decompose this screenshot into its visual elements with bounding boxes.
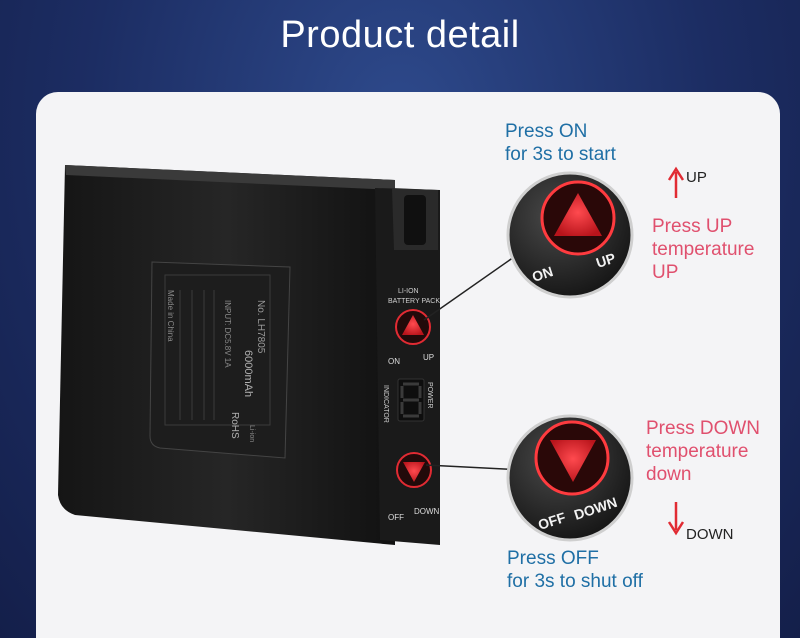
callout-up-line3: UP bbox=[652, 262, 679, 283]
callout-off-line2: for 3s to shut off bbox=[507, 571, 643, 592]
zoom-up-label: UP bbox=[594, 250, 617, 271]
callout-press-off: Press OFF for 3s to shut off bbox=[507, 547, 643, 593]
device-on-label: ON bbox=[388, 357, 400, 366]
device-up-label: UP bbox=[423, 353, 434, 362]
sticker-made-in: Made in China bbox=[166, 290, 175, 342]
power-label: POWER bbox=[426, 382, 433, 408]
panel-label-liion: LI-ION bbox=[398, 288, 419, 295]
sticker-liion: Li-ion bbox=[248, 425, 255, 442]
device-on-up-button[interactable] bbox=[395, 309, 431, 345]
arrow-up-icon bbox=[667, 166, 685, 198]
callout-up-line2: temperature bbox=[652, 239, 755, 260]
callout-up-line1: Press UP bbox=[652, 216, 733, 237]
callout-line-top bbox=[423, 249, 525, 321]
arrow-down-icon bbox=[667, 502, 685, 536]
zoom-off-down-button: OFF DOWN bbox=[506, 414, 634, 542]
callout-on-line2: for 3s to start bbox=[505, 144, 616, 165]
device-down-label: DOWN bbox=[414, 507, 440, 516]
sticker-input: INPUT: DC5.8V 1A bbox=[223, 300, 232, 368]
callout-off-line1: Press OFF bbox=[507, 548, 599, 569]
callout-down-line2: temperature bbox=[646, 441, 749, 462]
callout-press-up: Press UP temperature UP bbox=[652, 215, 754, 284]
up-arrow-label: UP bbox=[686, 169, 707, 186]
indicator-label: INDICATOR bbox=[382, 385, 389, 423]
seven-segment-display bbox=[397, 378, 425, 422]
zoom-up-triangle-icon bbox=[554, 193, 602, 236]
page-title: Product detail bbox=[280, 14, 520, 56]
callout-down-line1: Press DOWN bbox=[646, 418, 760, 439]
sticker-model: No. LH7805 bbox=[255, 300, 266, 354]
zoom-on-label: ON bbox=[530, 263, 555, 285]
device-off-down-button[interactable] bbox=[396, 452, 432, 488]
device-off-label: OFF bbox=[388, 513, 404, 522]
sticker-capacity: 6000mAh bbox=[242, 350, 254, 397]
sticker-rohs: RoHS bbox=[229, 412, 240, 439]
panel-label-battery-pack: BATTERY PACK bbox=[388, 298, 440, 305]
down-arrow-label: DOWN bbox=[686, 526, 734, 543]
callout-press-on: Press ON for 3s to start bbox=[505, 120, 616, 166]
zoom-on-up-button: ON UP bbox=[506, 171, 634, 299]
callout-down-line3: down bbox=[646, 464, 692, 485]
battery-label-sticker: No. LH7805 6000mAh INPUT: DC5.8V 1A RoHS… bbox=[149, 261, 291, 459]
callout-press-down: Press DOWN temperature down bbox=[646, 417, 760, 486]
callout-on-line1: Press ON bbox=[505, 121, 588, 142]
zoom-down-triangle-icon bbox=[550, 440, 596, 482]
